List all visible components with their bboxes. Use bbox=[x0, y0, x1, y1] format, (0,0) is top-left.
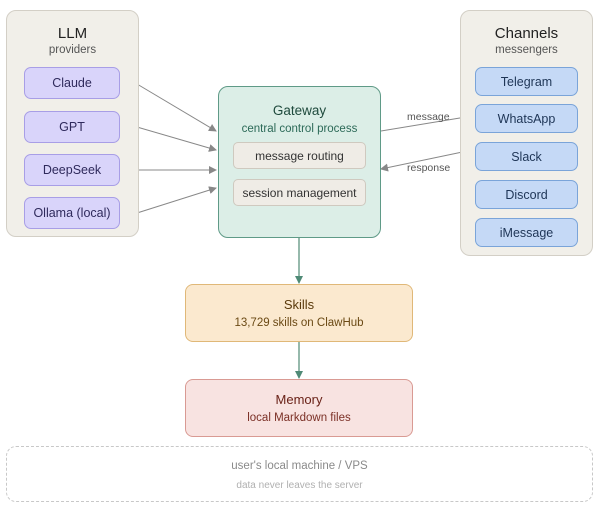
channel-telegram[interactable]: Telegram bbox=[475, 67, 578, 96]
provider-deepseek[interactable]: DeepSeek bbox=[24, 154, 120, 186]
provider-claude[interactable]: Claude bbox=[24, 67, 120, 99]
channel-slack[interactable]: Slack bbox=[475, 142, 578, 171]
providers-title: LLM bbox=[57, 25, 88, 42]
skills-title: Skills bbox=[283, 297, 315, 312]
host-subtitle: data never leaves the server bbox=[236, 480, 363, 491]
memory-title: Memory bbox=[275, 392, 323, 407]
channel-whatsapp[interactable]: WhatsApp bbox=[475, 104, 578, 133]
message-routing-box[interactable]: message routing bbox=[233, 142, 366, 169]
provider-ollama[interactable]: Ollama (local) bbox=[24, 197, 120, 229]
arrow-ollama-to-gateway bbox=[136, 186, 217, 214]
host-title: user's local machine / VPS bbox=[231, 460, 368, 472]
arrow-slack-to-gateway bbox=[380, 149, 473, 172]
memory-subtitle: local Markdown files bbox=[247, 412, 351, 424]
arrow-gateway-to-whatsapp bbox=[380, 113, 473, 132]
channels-panel: Channels messengers bbox=[460, 10, 593, 256]
memory-node[interactable]: Memory local Markdown files bbox=[185, 379, 413, 437]
channel-discord[interactable]: Discord bbox=[475, 180, 578, 209]
providers-subtitle: providers bbox=[48, 44, 97, 56]
arrow-claude-to-gateway bbox=[136, 83, 217, 132]
session-management-box[interactable]: session management bbox=[233, 179, 366, 206]
channels-subtitle: messengers bbox=[495, 44, 558, 56]
gateway-subtitle: central control process bbox=[241, 123, 358, 135]
skills-subtitle: 13,729 skills on ClawHub bbox=[234, 317, 364, 329]
skills-node[interactable]: Skills 13,729 skills on ClawHub bbox=[185, 284, 413, 342]
channels-title: Channels bbox=[494, 25, 559, 42]
response-edge-label: response bbox=[407, 162, 451, 174]
host-machine-box: user's local machine / VPS data never le… bbox=[6, 446, 593, 502]
arrow-gpt-to-gateway bbox=[136, 126, 217, 152]
provider-gpt[interactable]: GPT bbox=[24, 111, 120, 143]
channel-imessage[interactable]: iMessage bbox=[475, 218, 578, 247]
gateway-title: Gateway bbox=[272, 103, 327, 118]
message-edge-label: message bbox=[407, 111, 450, 123]
